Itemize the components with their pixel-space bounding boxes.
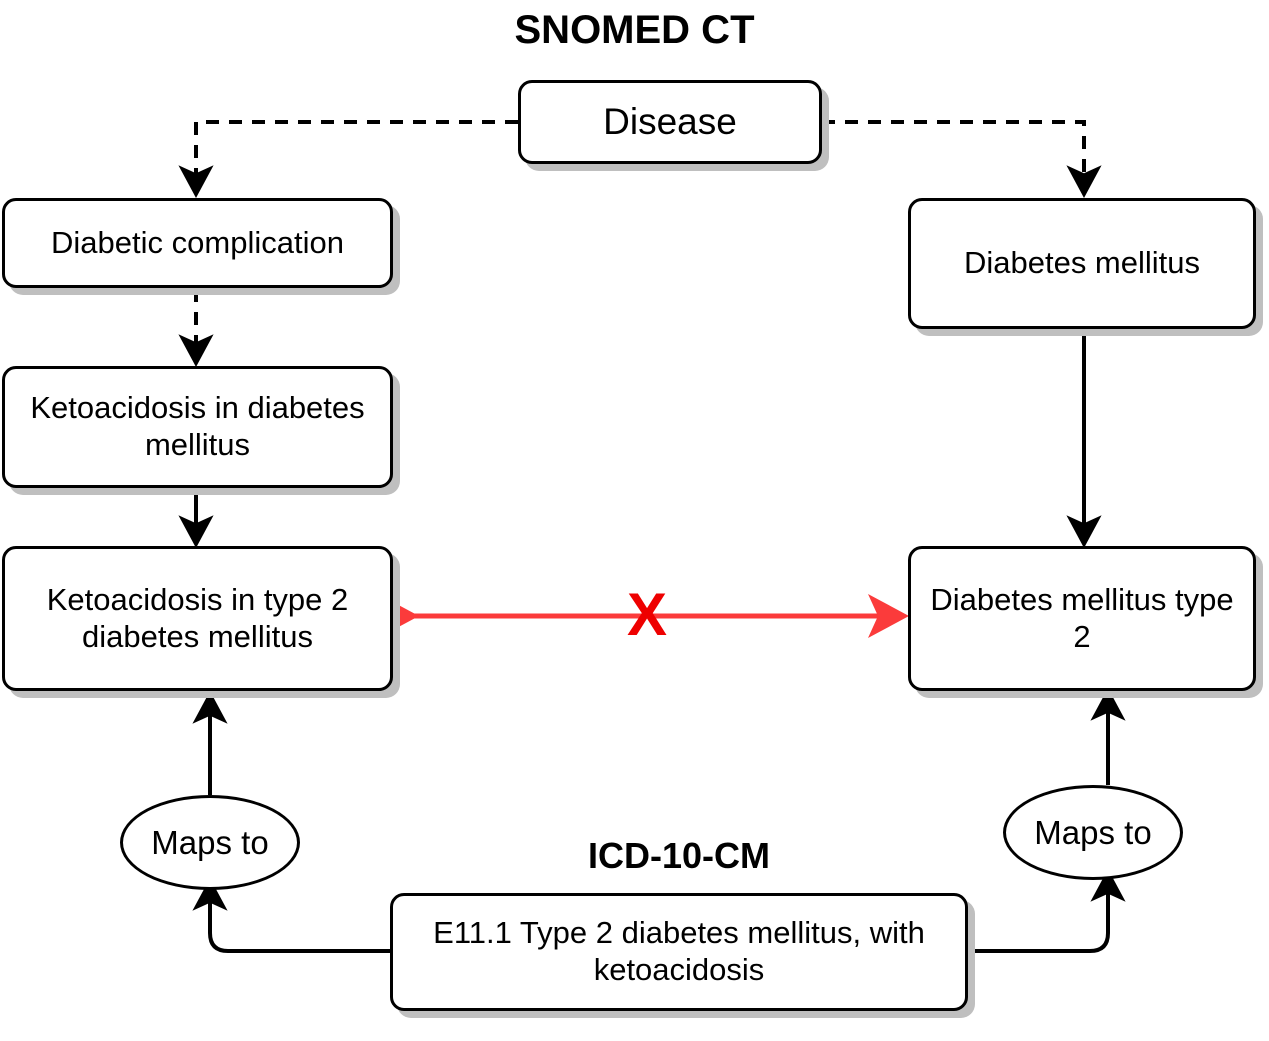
icd-10-cm-heading: ICD-10-CM (390, 835, 968, 877)
node-ketoacidosis-in-type-2-diabetes-mellitus[interactable]: Ketoacidosis in type 2 diabetes mellitus (2, 546, 393, 691)
node-icd-code[interactable]: E11.1 Type 2 diabetes mellitus, with ket… (390, 893, 968, 1011)
maps-to-ellipse-left-label: Maps to (151, 823, 269, 861)
mismatch-x-icon: X (615, 585, 679, 645)
node-disease-label: Disease (603, 101, 737, 143)
edge-disease-to-diabetic-complication (178, 120, 518, 199)
node-diabetes-mellitus-type-2[interactable]: Diabetes mellitus type 2 (908, 546, 1256, 691)
maps-to-ellipse-left[interactable]: Maps to (120, 795, 300, 890)
node-diabetic-complication-label: Diabetic complication (51, 224, 344, 260)
edge-disease-to-diabetes-mellitus (822, 120, 1102, 199)
mismatch-x-label: X (626, 581, 668, 648)
node-ketoacidosis-in-diabetes-mellitus-label: Ketoacidosis in diabetes mellitus (30, 390, 365, 462)
node-icd-code-label: E11.1 Type 2 diabetes mellitus, with ket… (433, 915, 925, 987)
node-diabetes-mellitus-type-2-label: Diabetes mellitus type 2 (930, 581, 1234, 654)
edge-icd-to-maps-to-left (192, 877, 390, 953)
edge-icd-to-maps-to-right (968, 868, 1126, 953)
node-diabetes-mellitus[interactable]: Diabetes mellitus (908, 198, 1256, 329)
maps-to-ellipse-right[interactable]: Maps to (1003, 785, 1183, 880)
node-disease[interactable]: Disease (518, 80, 822, 164)
node-ketoacidosis-in-type-2-diabetes-mellitus-label: Ketoacidosis in type 2 diabetes mellitus (46, 581, 349, 654)
snomed-ct-heading: SNOMED CT (0, 8, 1269, 53)
snomed-ct-heading-label: SNOMED CT (514, 8, 755, 52)
node-diabetes-mellitus-label: Diabetes mellitus (963, 245, 1201, 281)
node-diabetic-complication[interactable]: Diabetic complication (2, 198, 393, 288)
node-ketoacidosis-in-diabetes-mellitus[interactable]: Ketoacidosis in diabetes mellitus (2, 366, 393, 488)
icd-10-cm-heading-label: ICD-10-CM (587, 835, 770, 876)
maps-to-ellipse-right-label: Maps to (1034, 813, 1152, 851)
